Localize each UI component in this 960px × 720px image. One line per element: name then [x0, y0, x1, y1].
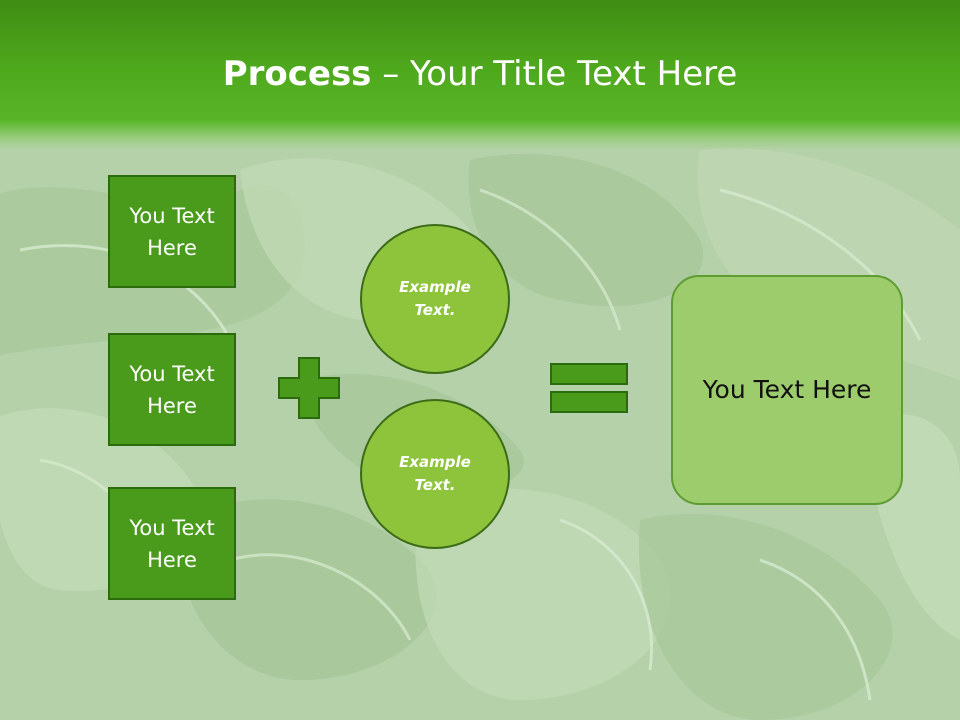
text-box-label: You Text Here [129, 203, 215, 260]
text-box-label: You Text Here [129, 515, 215, 572]
equals-icon-bottom-bar [550, 391, 628, 413]
example-circle-1: Example Text. [360, 224, 510, 374]
equals-icon-top-bar [550, 363, 628, 385]
title-rest-part: – Your Title Text Here [371, 54, 738, 94]
text-box-1: You Text Here [108, 175, 236, 288]
example-circle-label: Example Text. [399, 278, 471, 319]
result-label: You Text Here [702, 375, 872, 404]
text-box-label: You Text Here [129, 361, 215, 418]
title-bold-part: Process [222, 54, 372, 94]
example-circle-2: Example Text. [360, 399, 510, 549]
text-box-3: You Text Here [108, 487, 236, 600]
title-banner [0, 0, 960, 150]
example-circle-label: Example Text. [399, 453, 471, 494]
slide-title: Process – Your Title Text Here [0, 52, 960, 96]
text-box-2: You Text Here [108, 333, 236, 446]
plus-icon [278, 357, 340, 419]
result-box: You Text Here [671, 275, 903, 505]
